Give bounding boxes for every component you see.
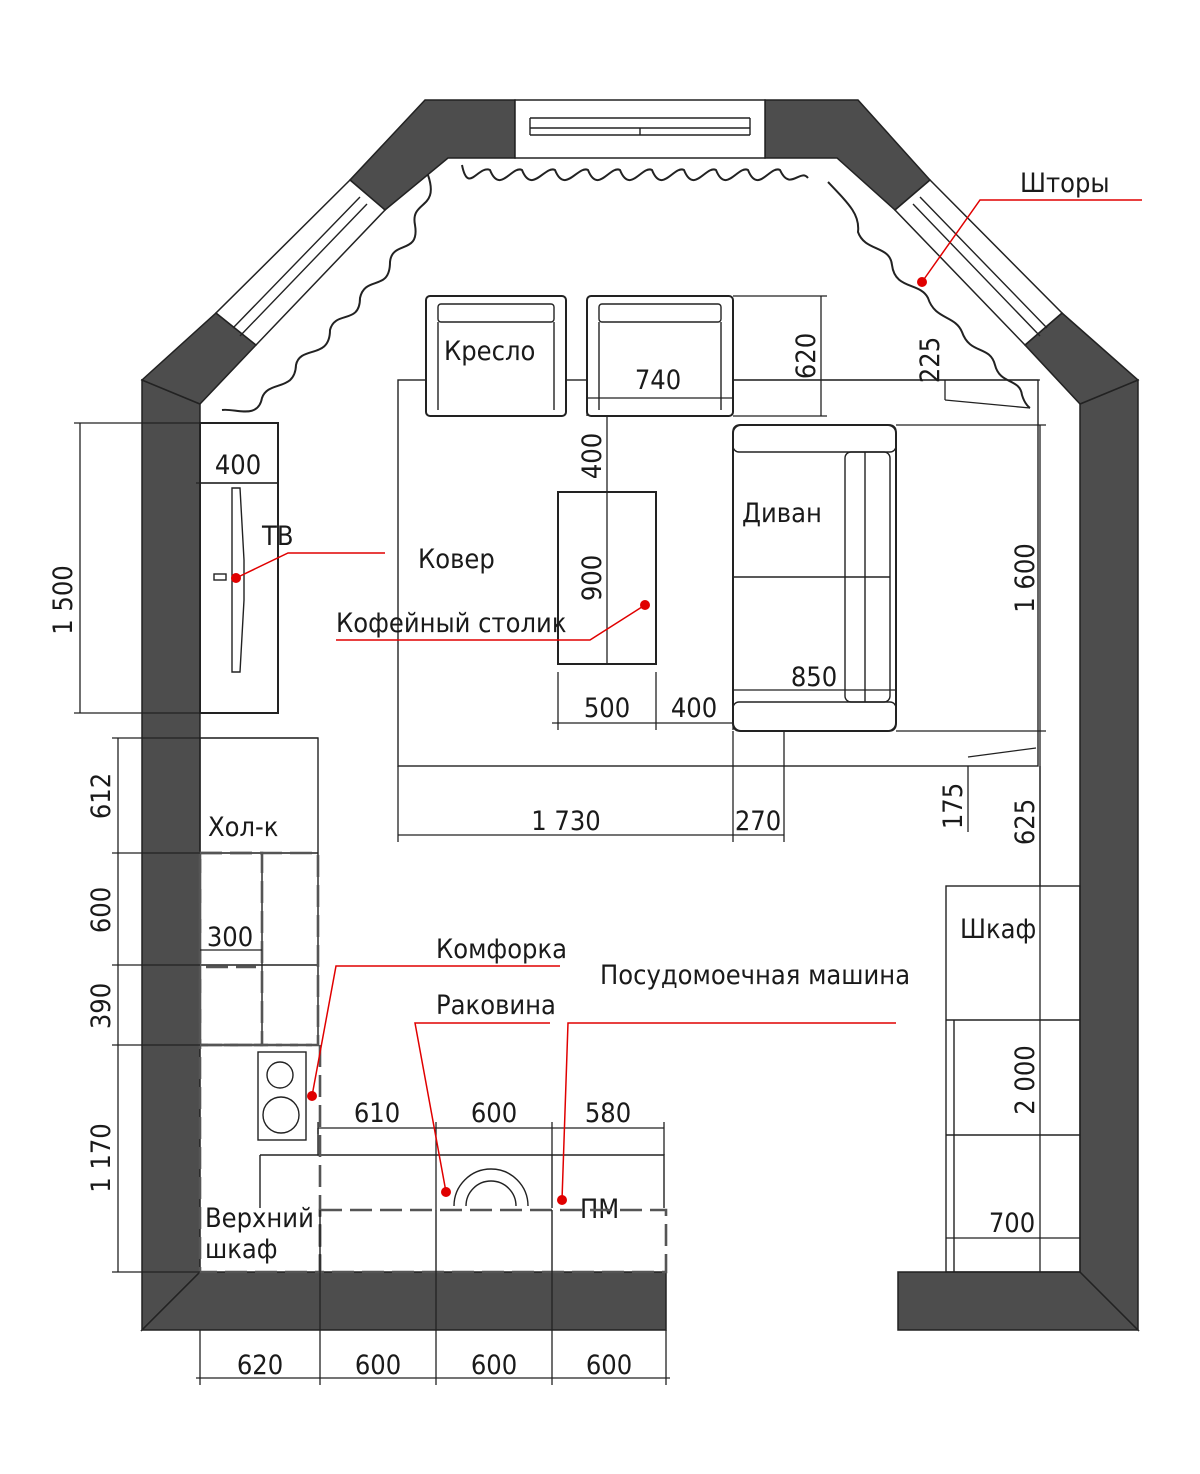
hob: [257, 1051, 307, 1141]
dim-tv-wall: 1 500: [48, 565, 79, 635]
dim-wardrobe-gap: 625: [1010, 799, 1041, 845]
armchair-1: [425, 295, 567, 417]
armchair-2: [586, 295, 734, 417]
label-wall-cabinet-line1: Верхний: [205, 1203, 314, 1234]
leaders: [231, 199, 1142, 1205]
wall-pier-upper-left: [348, 99, 516, 211]
sink: [453, 1168, 529, 1207]
curtains: [221, 164, 1031, 413]
label-sink: Раковина: [436, 990, 556, 1021]
dim-armchair-width: 740: [635, 365, 681, 396]
dim-sofa-length: 1 600: [1010, 543, 1041, 613]
dim-fridge: 612: [86, 773, 117, 819]
dim-corner-1170: 1 170: [86, 1123, 117, 1193]
dim-table-to-sofa: 400: [671, 693, 717, 724]
wardrobe: [945, 885, 1081, 1273]
dim-table-gap-top: 400: [577, 433, 608, 479]
dim-bottom-620: 620: [237, 1350, 283, 1381]
sofa: [732, 424, 897, 732]
dim-module-600: 600: [86, 887, 117, 933]
label-curtains: Шторы: [1020, 168, 1110, 199]
label-coffee-table: Кофейный столик: [336, 608, 567, 639]
wall-bottom-left: [140, 1271, 667, 1331]
label-wall-cabinet-line2: шкаф: [205, 1234, 278, 1265]
dim-table-width: 500: [584, 693, 630, 724]
label-hob: Комфорка: [436, 934, 567, 965]
fridge: [199, 737, 319, 1046]
label-fridge: Хол-к: [208, 812, 278, 843]
label-dishwasher: Посудомоечная машина: [600, 960, 910, 991]
dim-bottom-600b: 600: [471, 1350, 517, 1381]
dim-top-580: 580: [585, 1098, 631, 1129]
dim-rug-offset: 270: [735, 806, 781, 837]
label-wardrobe: Шкаф: [960, 914, 1036, 945]
window-left: [214, 178, 387, 347]
dimension-lines: [74, 295, 1080, 1385]
wall-left: [141, 378, 201, 1332]
window-right: [893, 178, 1064, 347]
dim-sofa-depth: 850: [791, 662, 837, 693]
dim-bottom-600a: 600: [355, 1350, 401, 1381]
dim-curtain-gap: 225: [915, 337, 946, 383]
dim-module-300: 300: [207, 922, 253, 953]
dim-table-length: 900: [577, 555, 608, 601]
dim-wardrobe-depth: 700: [989, 1208, 1035, 1239]
windows: [214, 99, 1064, 347]
dim-top-600: 600: [471, 1098, 517, 1129]
dim-wardrobe-length: 2 000: [1010, 1045, 1041, 1115]
dim-rug-length: 1 730: [531, 806, 601, 837]
dimension-text: 1 500 400 740 620 225 400 900 500 400 1 …: [48, 333, 1041, 1381]
dim-tv-depth: 400: [215, 450, 261, 481]
label-tv: ТВ: [261, 521, 294, 552]
dim-bottom-600c: 600: [586, 1350, 632, 1381]
wall-right: [1079, 378, 1139, 1332]
dim-module-390: 390: [86, 983, 117, 1029]
label-sofa: Диван: [742, 498, 822, 529]
dim-armchair-depth: 620: [791, 333, 822, 379]
wall-pier-upper-right: [764, 99, 932, 211]
label-rug: Ковер: [418, 544, 495, 575]
dim-top-610: 610: [354, 1098, 400, 1129]
label-armchair: Кресло: [444, 336, 535, 367]
labels: Шторы Кресло ТВ Ковер Кофейный столик Ди…: [205, 168, 1110, 1265]
dim-sofa-gap-bottom: 175: [938, 783, 969, 829]
